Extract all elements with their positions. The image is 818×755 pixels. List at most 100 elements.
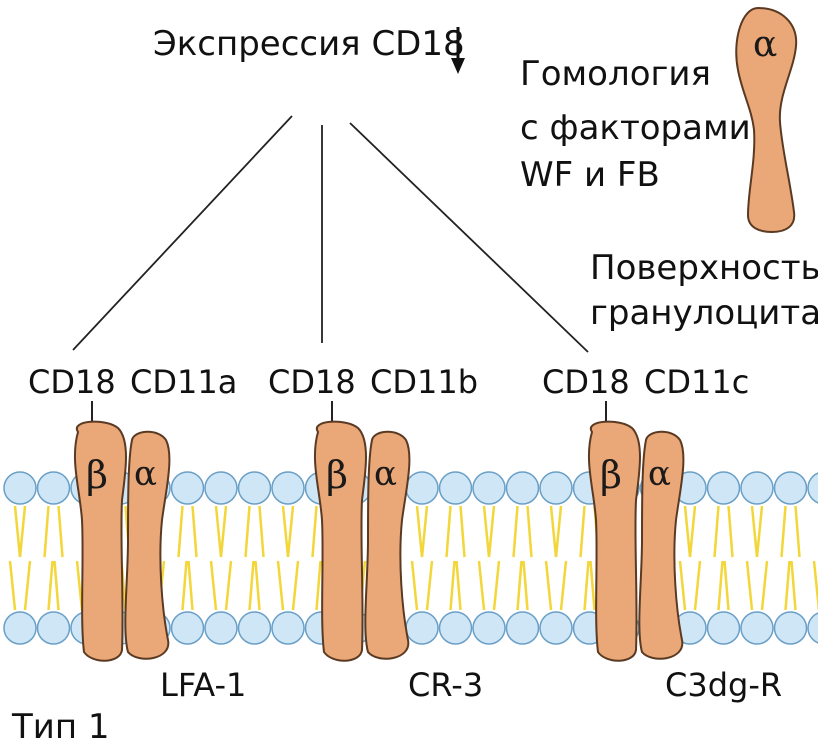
- alpha-label: CD11a: [130, 363, 237, 401]
- lipid-head: [406, 472, 438, 504]
- alpha-symbol: α: [134, 454, 157, 494]
- receptor-name: CR-3: [408, 666, 483, 704]
- lipid-head: [205, 612, 237, 644]
- lipid-head: [473, 612, 505, 644]
- lipid-tail: [782, 506, 786, 557]
- lipid-tail: [690, 506, 695, 557]
- lipid-tail: [524, 561, 528, 610]
- alpha-label: CD11c: [644, 363, 749, 401]
- lipid-tail: [59, 506, 63, 557]
- lipid-tail: [585, 561, 589, 610]
- free-alpha-symbol: α: [753, 24, 777, 65]
- lipid-head: [239, 472, 271, 504]
- lipid-tail: [796, 506, 800, 557]
- lipid-tail: [49, 561, 53, 610]
- lipid-tail: [680, 561, 685, 610]
- lipid-tail: [762, 561, 767, 610]
- lipid-head: [808, 612, 818, 644]
- receptor-group: CD18CD11aβαLFA-1CD18CD11bβαCR-3CD18CD11c…: [28, 363, 782, 704]
- lipid-tail: [489, 506, 494, 557]
- lipid-head: [272, 612, 304, 644]
- lipid-tail: [189, 561, 193, 610]
- lipid-tail: [45, 506, 49, 557]
- lipid-tail: [15, 506, 20, 557]
- lipid-head: [473, 472, 505, 504]
- membrane-top-leaflet: [4, 472, 818, 504]
- lipid-head: [741, 612, 773, 644]
- lipid-tail: [457, 561, 461, 610]
- alpha-symbol: α: [648, 454, 671, 494]
- lipid-tail: [278, 561, 283, 610]
- lipid-head: [741, 472, 773, 504]
- lipid-tail: [250, 561, 254, 610]
- lipid-tail: [55, 561, 59, 610]
- lipid-tail: [412, 561, 417, 610]
- lipid-tail: [422, 506, 427, 557]
- beta-symbol: β: [600, 453, 622, 497]
- connector-line-lfa1: [73, 116, 292, 350]
- lipid-head: [440, 472, 472, 504]
- lipid-tail: [786, 561, 790, 610]
- lipid-tail: [427, 561, 432, 610]
- lipid-tail: [729, 506, 733, 557]
- lipid-tail: [752, 506, 757, 557]
- lipid-tail: [179, 506, 183, 557]
- lipid-tail: [556, 506, 561, 557]
- lipid-head: [4, 472, 36, 504]
- lipid-tail: [461, 506, 465, 557]
- lipid-tail: [747, 561, 752, 610]
- lipid-head: [4, 612, 36, 644]
- lipid-tail: [260, 506, 264, 557]
- homology-text-line-2: с факторами: [520, 108, 751, 148]
- lipid-head: [440, 612, 472, 644]
- lipid-tail: [417, 506, 422, 557]
- lipid-tail: [757, 506, 762, 557]
- lipid-head: [406, 612, 438, 644]
- lipid-tail: [246, 506, 250, 557]
- lipid-tail: [216, 506, 221, 557]
- lipid-tail: [193, 506, 197, 557]
- lipid-head: [38, 472, 70, 504]
- homology-text-line-3: WF и FB: [520, 155, 660, 195]
- lipid-tail: [183, 561, 187, 610]
- connector-lines: [73, 116, 588, 352]
- lipid-tail: [25, 561, 30, 610]
- lipid-tail: [20, 506, 25, 557]
- lipid-head: [38, 612, 70, 644]
- lipid-head: [540, 612, 572, 644]
- alpha-symbol: α: [374, 454, 397, 494]
- lipid-tail: [561, 561, 566, 610]
- lipid-tail: [591, 561, 595, 610]
- beta-label: CD18: [268, 363, 356, 401]
- lipid-tail: [518, 561, 522, 610]
- lipid-tail: [581, 506, 585, 557]
- lipid-tail: [719, 561, 723, 610]
- lipid-tail: [226, 561, 231, 610]
- lipid-tail: [551, 506, 556, 557]
- lipid-head: [775, 612, 807, 644]
- lipid-tail: [479, 561, 484, 610]
- lipid-tail: [313, 506, 317, 557]
- lipid-tail: [725, 561, 729, 610]
- lipid-tail: [283, 506, 288, 557]
- lipid-head: [708, 472, 740, 504]
- lipid-head: [708, 612, 740, 644]
- lipid-head: [775, 472, 807, 504]
- receptor-name: LFA-1: [160, 666, 246, 704]
- lipid-tail: [546, 561, 551, 610]
- lipid-tail: [10, 561, 15, 610]
- lipid-tail: [494, 561, 499, 610]
- alpha-label: CD11b: [370, 363, 478, 401]
- surface-text-line-1: Поверхность: [590, 248, 818, 288]
- lipid-tail: [317, 561, 321, 610]
- lipid-head: [239, 612, 271, 644]
- lipid-head: [808, 472, 818, 504]
- lipid-head: [507, 472, 539, 504]
- lipid-head: [507, 612, 539, 644]
- lipid-tail: [211, 561, 216, 610]
- receptor-name: C3dg-R: [665, 666, 782, 704]
- lipid-tail: [715, 506, 719, 557]
- lipid-tail: [514, 506, 518, 557]
